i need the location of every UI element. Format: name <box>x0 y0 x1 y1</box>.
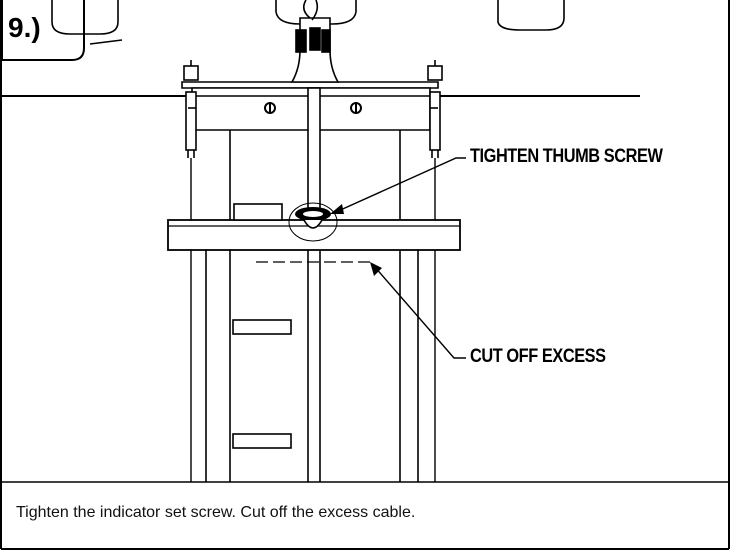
callout-tighten-thumb-screw: TIGHTEN THUMB SCREW <box>470 146 663 167</box>
arrowhead-cut <box>370 262 382 276</box>
leader-tighten <box>335 157 466 213</box>
housing-slots <box>232 319 292 449</box>
fixture-bell-left <box>51 0 119 35</box>
fixture-bell-right <box>497 0 565 31</box>
step-label-tab <box>1 0 85 61</box>
crossbar-tab <box>233 203 283 221</box>
cable-bundle <box>290 0 340 83</box>
housing-body <box>205 130 419 482</box>
tab-tail <box>89 39 123 45</box>
leader-cut <box>373 265 466 359</box>
hanging-cables <box>190 158 436 482</box>
callout-cut-off-excess: CUT OFF EXCESS <box>470 346 606 367</box>
thumb-screw-highlight-circle <box>288 202 338 242</box>
thumb-screw <box>295 207 331 229</box>
step-caption: Tighten the indicator set screw. Cut off… <box>16 504 416 521</box>
arrowhead-tighten <box>330 204 344 214</box>
center-rod <box>307 87 321 211</box>
step-number-label: 9.) <box>8 12 41 43</box>
side-rod-left <box>183 60 199 158</box>
side-rod-right <box>427 60 443 158</box>
plate-screws <box>264 102 362 114</box>
